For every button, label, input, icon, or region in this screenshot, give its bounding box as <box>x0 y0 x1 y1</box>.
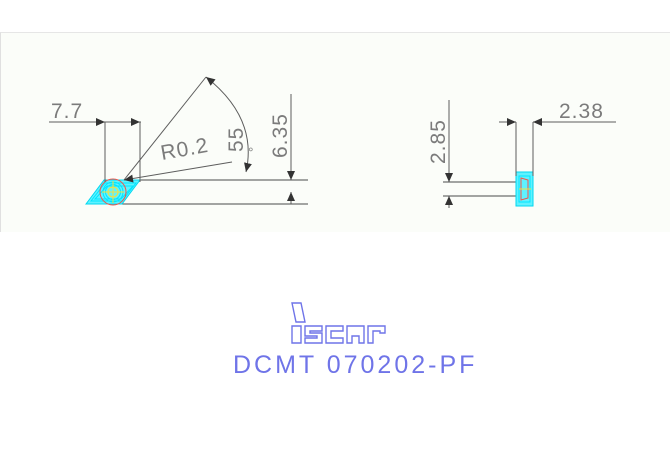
side-insert-chipbreaker <box>520 177 529 201</box>
dim-6-35-text: 6.35 <box>269 113 292 158</box>
logo-letter-s <box>304 325 323 344</box>
drawing-title: DCMT 070202-PF <box>233 351 477 379</box>
iscar-logo <box>291 302 386 344</box>
dim-r0-2-leader-upper <box>123 76 207 181</box>
logo-letter-i <box>291 325 302 344</box>
side-view-group: 2.85 2.38 <box>427 100 616 208</box>
logo-letter-a <box>346 325 365 344</box>
top-view-group: 7.7 R0.2 55 ° 6.35 <box>49 76 308 206</box>
dim-55-text: 55 <box>225 127 248 152</box>
dim-2-85-text: 2.85 <box>427 119 450 164</box>
dim-55-degree-symbol: ° <box>246 147 261 152</box>
dim-r0-2-text: R0.2 <box>159 134 211 165</box>
logo-letter-c <box>325 325 344 344</box>
dim-2-38-text: 2.38 <box>559 100 604 123</box>
dim-7-7-text: 7.7 <box>51 100 83 123</box>
dim-55-arc <box>205 76 252 173</box>
logo-i-dot <box>291 302 306 323</box>
title-block: DCMT 070202-PF <box>233 302 477 379</box>
logo-letter-r <box>367 325 386 344</box>
insert-chipbreaker-circle <box>99 178 127 206</box>
